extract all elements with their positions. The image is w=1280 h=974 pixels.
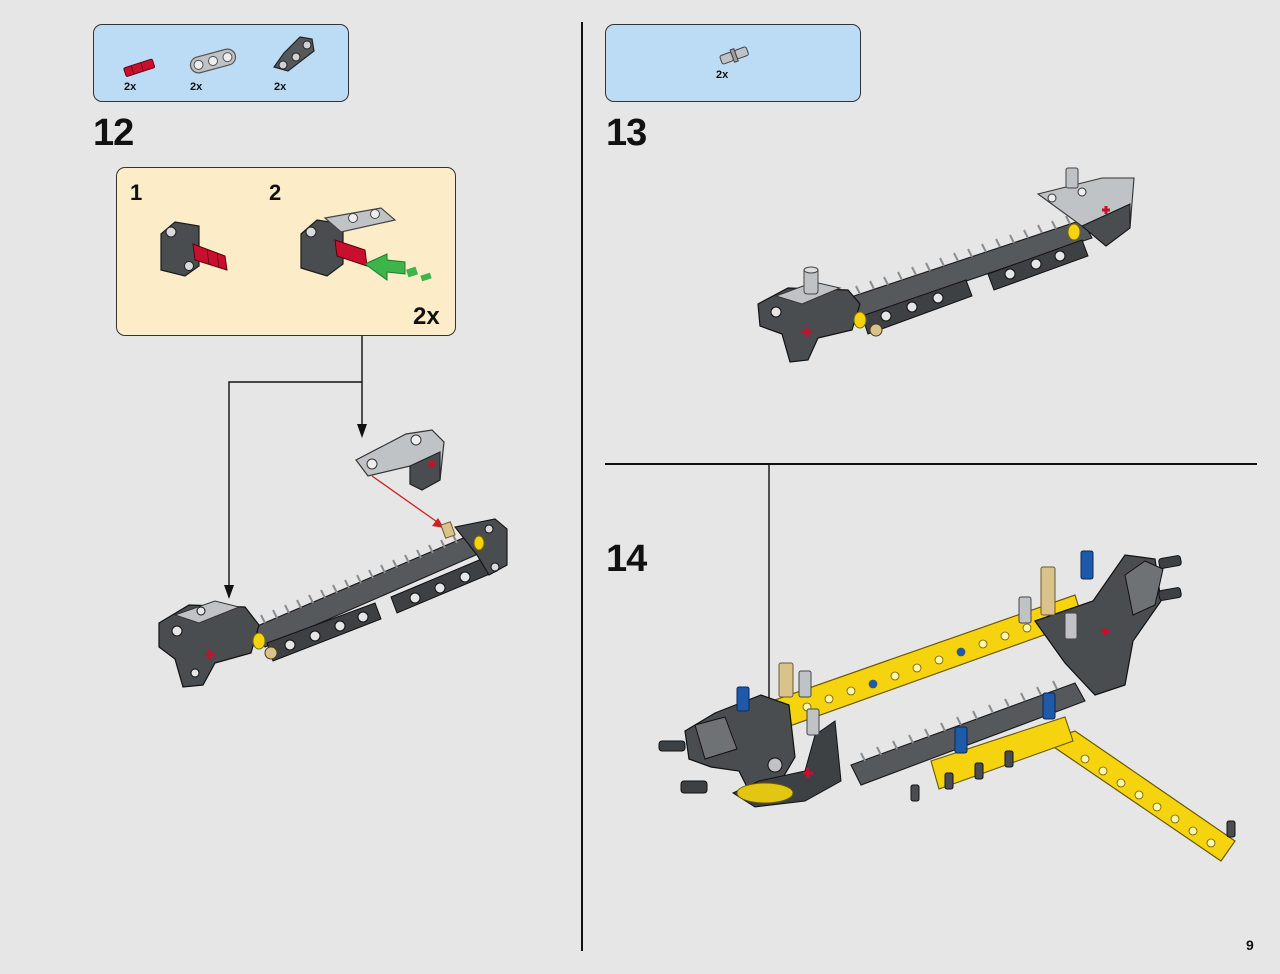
callout-arrows xyxy=(224,336,444,599)
step-number: 13 xyxy=(606,112,647,154)
step-number: 12 xyxy=(93,112,134,154)
step-12-assembly xyxy=(158,518,508,688)
part-qty: 2x xyxy=(190,81,203,93)
step-divider xyxy=(605,463,1257,465)
part-qty: 2x xyxy=(716,69,729,81)
red-axle-connector-icon xyxy=(123,58,155,77)
substep-1-model xyxy=(160,221,228,277)
angle-beam-piece xyxy=(355,429,445,491)
substep-2-model xyxy=(300,207,432,282)
subassembly-callout: 1 2 2x xyxy=(116,167,456,336)
page-number: 9 xyxy=(1246,937,1254,953)
parts-list-step-12: 2x 2x 2x xyxy=(93,24,349,102)
substep-number: 2 xyxy=(269,180,282,205)
substep-number: 1 xyxy=(130,180,143,205)
step-13-assembly xyxy=(757,167,1135,363)
step-number: 14 xyxy=(606,538,647,580)
dark-gray-angle-beam-icon xyxy=(273,36,315,72)
column-divider xyxy=(581,22,583,951)
step-14-assembly xyxy=(658,550,1236,862)
part-qty: 2x xyxy=(274,81,287,93)
parts-list-step-13: 2x xyxy=(605,24,861,102)
gray-beam-connector-icon xyxy=(189,48,237,74)
substep-multiplier: 2x xyxy=(413,303,440,330)
part-qty: 2x xyxy=(124,81,137,93)
gray-pin-icon xyxy=(719,46,749,65)
